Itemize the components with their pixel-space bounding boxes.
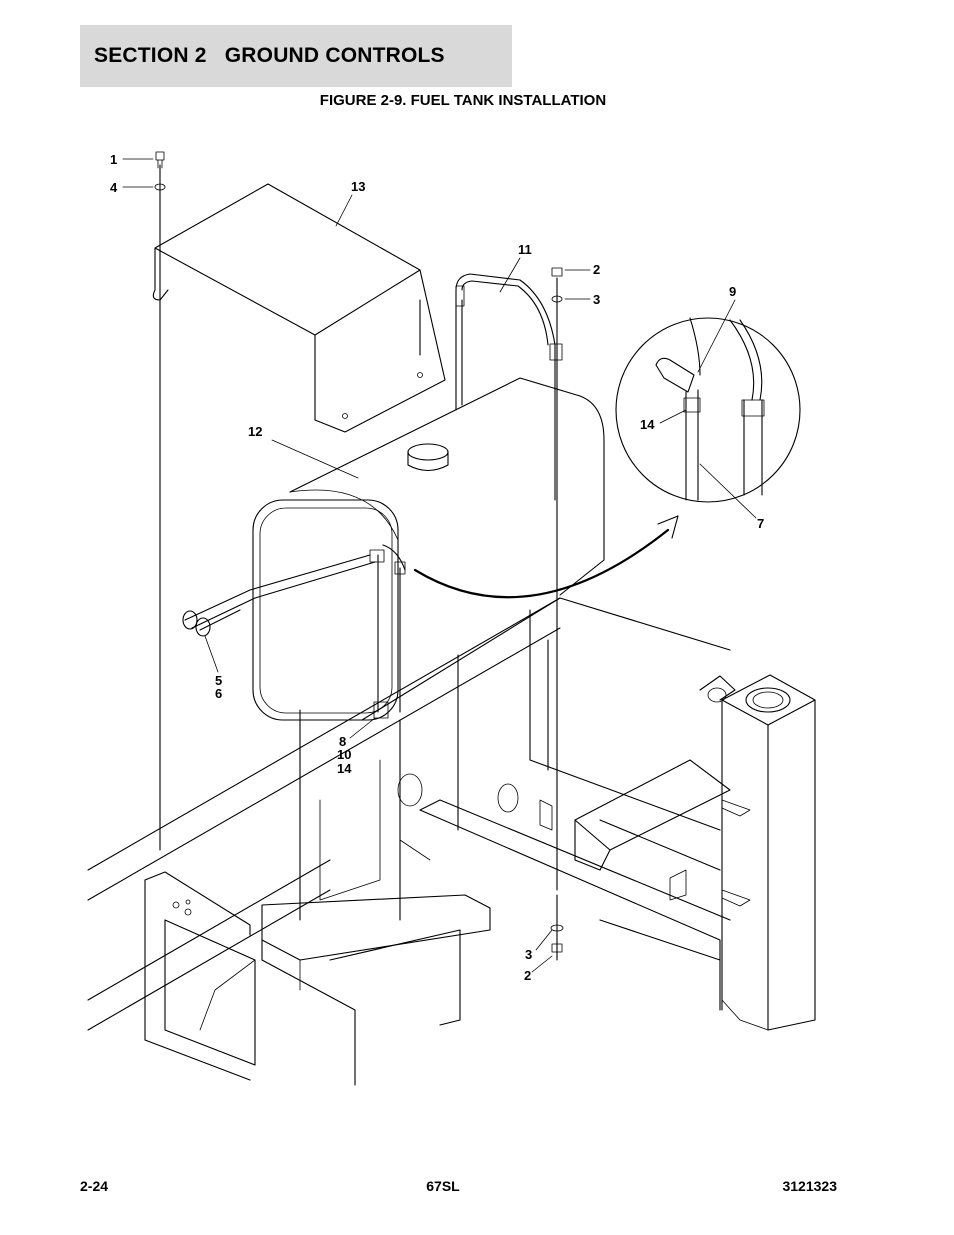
callout-3-bottom: 3 [525,947,532,962]
fuel-tank [182,377,605,721]
mounting-rods [154,151,564,961]
callout-10: 10 [337,747,351,762]
model-label: 67SL [0,1178,954,1194]
callout-7: 7 [757,516,764,531]
leader-lines [122,158,757,973]
callout-1: 1 [110,152,117,167]
document-number: 3121323 [782,1178,837,1194]
callout-13: 13 [351,179,365,194]
model-text: 67SL [426,1178,460,1194]
callouts: 1 4 13 11 2 3 9 12 14 7 5 6 8 10 14 3 2 [110,152,764,983]
tank-cover [152,183,446,433]
section-header: SECTION 2 GROUND CONTROLS [80,25,512,87]
detail-arrow [413,515,679,599]
callout-14-detail: 14 [640,417,655,432]
callout-12: 12 [248,424,262,439]
callout-11: 11 [518,242,532,257]
callout-2-bottom: 2 [524,968,531,983]
callout-5: 5 [215,673,222,688]
callout-9: 9 [729,284,736,299]
tank-strap [455,273,563,501]
callout-6: 6 [215,686,222,701]
figure-title: FIGURE 2-9. FUEL TANK INSTALLATION [0,92,954,109]
section-title: SECTION 2 GROUND CONTROLS [94,44,445,67]
callout-4: 4 [110,180,118,195]
callout-2-top: 2 [593,262,600,277]
page-number: 2-24 [80,1178,109,1194]
callout-8: 8 [339,734,346,749]
detail-view [615,317,801,503]
callout-3-top: 3 [593,292,600,307]
callout-14: 14 [337,761,352,776]
chassis-frame [87,597,816,1086]
figure-title-text: FIGURE 2-9. FUEL TANK INSTALLATION [319,92,607,109]
